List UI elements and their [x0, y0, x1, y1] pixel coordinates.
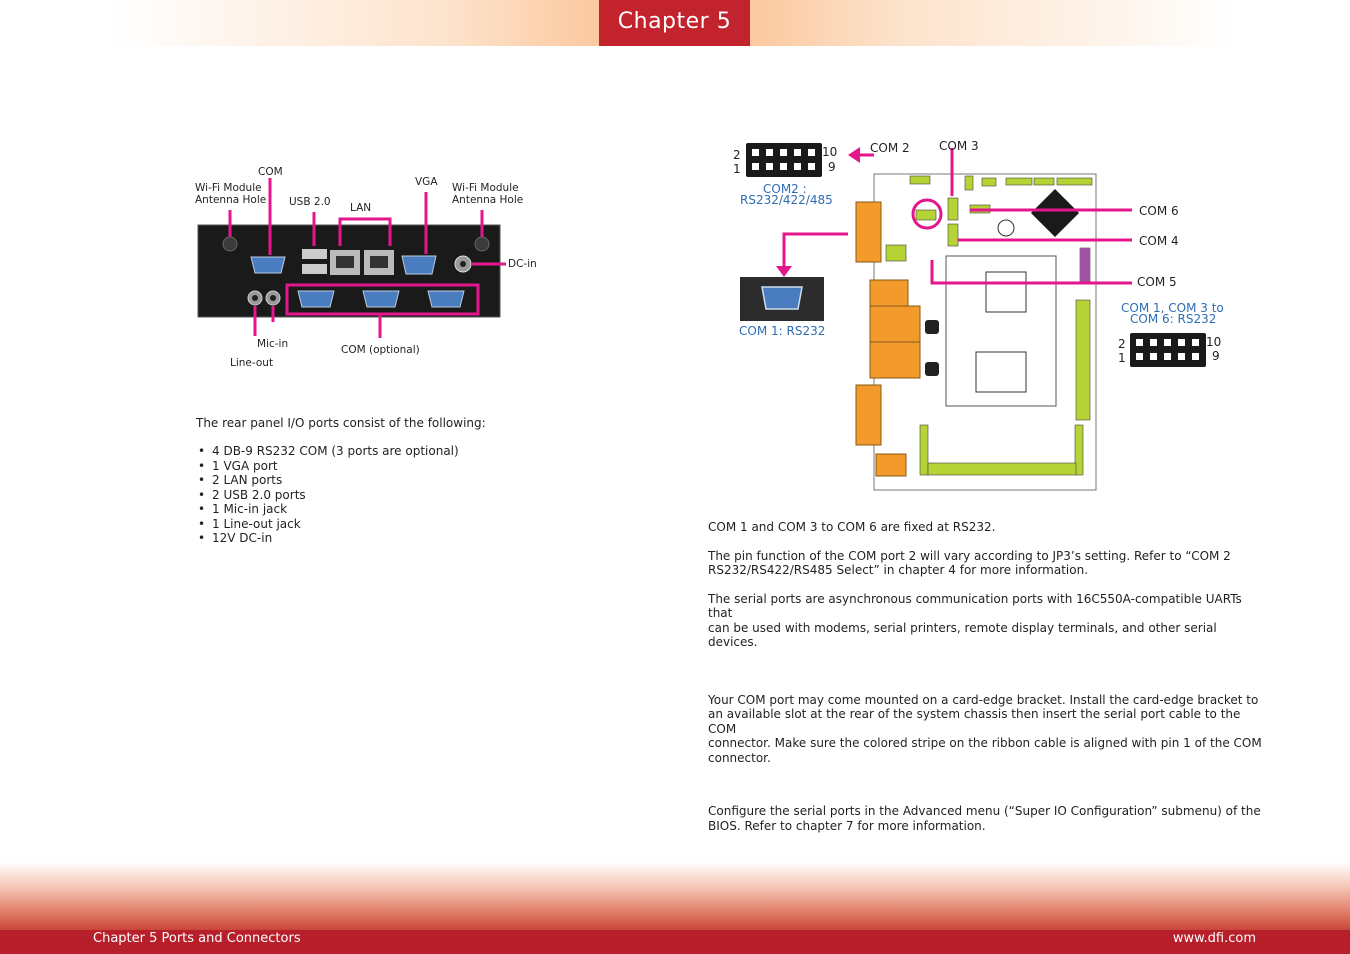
para-bracket-2: an available slot at the rear of the sys… [708, 707, 1241, 736]
para-fixed-rs232: COM 1 and COM 3 to COM 6 are fixed at RS… [708, 520, 996, 534]
pin-label-9b: 9 [1212, 349, 1220, 363]
label-com1-mode: COM 1: RS232 [739, 324, 826, 338]
port-item: 1 Line-out jack [196, 517, 459, 532]
pin-label-9: 9 [828, 160, 836, 174]
label-lineout: Line-out [230, 357, 274, 369]
ports-list: 4 DB-9 RS232 COM (3 ports are optional) … [196, 444, 459, 546]
label-wifi-left-2: Antenna Hole [195, 194, 267, 206]
pin-label-2: 2 [733, 148, 741, 162]
label-com2-mode-2: RS232/422/485 [740, 193, 833, 207]
label-com-group-2: COM 6: RS232 [1130, 312, 1217, 326]
para-bracket-4: connector. [708, 750, 771, 765]
para-bracket-1: Your COM port may come mounted on a card… [708, 692, 1259, 707]
port-item: 12V DC-in [196, 531, 459, 546]
footer-band [0, 862, 1350, 930]
body-text: COM 1 and COM 3 to COM 6 are fixed at RS… [708, 520, 1268, 833]
label-com3: COM 3 [939, 139, 979, 153]
rear-panel-drawing [197, 178, 506, 338]
para-bracket-3: connector. Make sure the colored stripe … [708, 736, 1262, 750]
pin-label-2b: 2 [1118, 337, 1126, 351]
label-com: COM [258, 166, 283, 178]
board-figure: 2 1 10 9 COM2 : RS232/422/485 COM 1: RS2… [720, 130, 1240, 500]
para-bios-2: BIOS. Refer to chapter 7 for more inform… [708, 818, 986, 833]
label-com-group-1: COM 1, COM 3 to [1121, 301, 1224, 315]
pin-label-1b: 1 [1118, 351, 1126, 365]
label-micin: Mic-in [257, 338, 289, 350]
label-com6: COM 6 [1139, 204, 1179, 218]
pin-label-10b: 10 [1206, 335, 1222, 349]
port-item: 4 DB-9 RS232 COM (3 ports are optional) [196, 444, 459, 459]
label-wifi-left-1: Wi-Fi Module [195, 182, 262, 194]
label-dcin: DC-in [508, 258, 537, 270]
label-com2: COM 2 [870, 141, 910, 155]
footer-url: www.dfi.com [1172, 931, 1256, 946]
para-uart-1: The serial ports are asynchronous commun… [708, 591, 1242, 621]
label-vga: VGA [415, 176, 438, 188]
label-usb: USB 2.0 [289, 196, 331, 208]
pin-label-1: 1 [733, 162, 741, 176]
label-wifi-right-2: Antenna Hole [452, 194, 524, 206]
label-lan: LAN [350, 202, 372, 214]
board-drawing [740, 143, 1206, 491]
para-pin-function-1: The pin function of the COM port 2 will … [708, 548, 1231, 563]
port-item: 2 LAN ports [196, 473, 459, 488]
label-com2-mode-1: COM2 : [763, 182, 807, 196]
para-uart-2: can be used with modems, serial printers… [708, 620, 1217, 650]
ports-intro: The rear panel I/O ports consist of the … [196, 416, 486, 430]
pin-label-10: 10 [822, 145, 838, 159]
para-bios-1: Configure the serial ports in the Advanc… [708, 804, 1261, 818]
label-com5: COM 5 [1137, 275, 1177, 289]
footer-chapter-title: Chapter 5 Ports and Connectors [93, 931, 301, 946]
label-com4: COM 4 [1139, 234, 1179, 248]
chapter-tab: Chapter 5 [599, 0, 750, 46]
port-item: 2 USB 2.0 ports [196, 488, 459, 503]
rear-panel-figure: COM Wi-Fi Module Antenna Hole USB 2.0 LA… [190, 160, 550, 380]
label-com-optional: COM (optional) [341, 344, 420, 356]
port-item: 1 VGA port [196, 459, 459, 474]
para-pin-function-2: RS232/RS422/RS485 Select” in chapter 4 f… [708, 563, 1089, 577]
label-wifi-right-1: Wi-Fi Module [452, 182, 519, 194]
footer-bar [0, 930, 1350, 954]
port-item: 1 Mic-in jack [196, 502, 459, 517]
